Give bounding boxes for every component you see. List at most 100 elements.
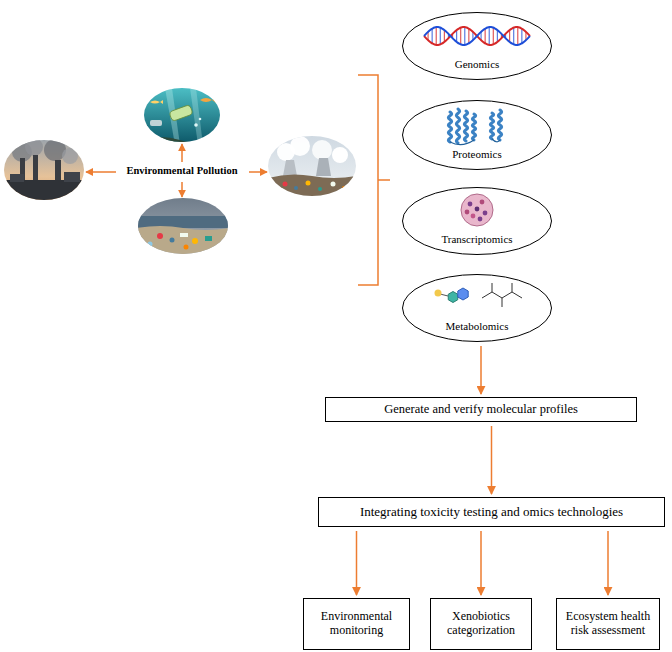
outcome-box: Ecosystem health risk assessment <box>556 598 660 650</box>
arrow-left <box>86 171 116 173</box>
bubble <box>199 118 202 121</box>
cell-dot <box>468 202 473 207</box>
dna-rung <box>456 30 457 42</box>
underwater-pollution-image <box>140 85 225 150</box>
omics-label: Proteomics <box>452 148 502 161</box>
box-text: Xenobiotics categorization <box>435 610 527 638</box>
fish <box>200 97 216 103</box>
dna-strand <box>424 27 530 45</box>
steam <box>312 140 332 160</box>
protein-loop <box>450 139 500 145</box>
outcome-box: Xenobiotics categorization <box>430 598 532 650</box>
protein-icon <box>448 109 501 145</box>
building <box>10 174 24 182</box>
steam <box>332 147 348 163</box>
label-text: Environmental Pollution <box>127 165 238 176</box>
plastic-debris <box>148 242 153 247</box>
flow-arrow <box>491 426 493 494</box>
molecule-icon <box>435 283 523 307</box>
dna-rung <box>521 29 522 44</box>
sand <box>136 226 230 255</box>
sky <box>268 136 356 196</box>
protein-helix <box>490 113 493 139</box>
dna-rung <box>517 27 518 45</box>
flow-arrow <box>607 531 609 595</box>
ellipse-border <box>403 188 552 255</box>
protein-helix <box>456 109 459 143</box>
plastic-debris <box>157 233 163 239</box>
cell-dot <box>480 200 485 205</box>
dna-icon <box>424 27 530 45</box>
plastic-debris <box>170 238 175 243</box>
flow-arrow <box>480 531 482 595</box>
protein-helix <box>498 110 501 140</box>
arrow-up <box>181 144 183 162</box>
smoke <box>62 148 78 164</box>
box-text: Ecosystem health risk assessment <box>561 610 655 638</box>
plastic-bottle <box>169 105 193 122</box>
process-box: Integrating toxicity testing and omics t… <box>318 497 665 527</box>
ring <box>458 288 468 300</box>
protein-helix <box>448 112 451 142</box>
dna-rung <box>464 27 465 45</box>
plastic-debris <box>184 245 189 250</box>
dna-rung <box>444 30 445 42</box>
cooling-tower <box>316 158 331 176</box>
ellipse-border <box>403 275 552 342</box>
atom <box>435 290 442 297</box>
garbage <box>342 186 346 190</box>
central-label: Environmental Pollution <box>127 165 238 176</box>
dna-rung <box>440 28 441 45</box>
flow-arrow <box>480 346 482 394</box>
dna-rung <box>432 29 433 44</box>
cooling-tower <box>283 160 297 176</box>
pollution-arrows <box>86 144 267 197</box>
factory-buildings <box>2 180 86 202</box>
cell-image <box>461 194 493 226</box>
garbage <box>306 181 311 186</box>
steam <box>290 136 310 156</box>
fish <box>150 100 163 104</box>
structure-formula <box>482 283 522 307</box>
sea <box>136 216 230 228</box>
garbage <box>331 182 336 187</box>
sky <box>2 138 86 202</box>
light-ray <box>190 88 203 145</box>
process-box: Generate and verify molecular profiles <box>325 397 637 422</box>
omics-label: Transcriptomics <box>441 233 512 246</box>
plastic-debris <box>192 238 198 244</box>
plastic-debris <box>205 236 212 241</box>
dna-rung <box>509 30 510 42</box>
landfill-ground <box>268 174 356 196</box>
sea-water <box>140 85 225 145</box>
garbage <box>294 186 298 190</box>
box-text: Environmental monitoring <box>308 610 405 638</box>
debris <box>150 120 162 126</box>
dna-rung <box>489 27 490 45</box>
smoke <box>25 138 43 156</box>
flow-arrow <box>356 531 358 595</box>
protein-helix <box>464 111 467 141</box>
ellipse-border <box>403 13 552 80</box>
dna-rung <box>436 27 437 45</box>
factory-smoke-image <box>2 138 86 202</box>
beach-plastic-image <box>136 197 230 255</box>
dna-strand <box>424 27 530 45</box>
cell-dot <box>471 214 476 219</box>
dna-rung <box>485 29 486 44</box>
dna-rung <box>513 28 514 45</box>
omics-label: Metabolomics <box>446 320 509 333</box>
ring <box>448 292 458 303</box>
garbage <box>283 182 288 187</box>
box-text: Generate and verify molecular profiles <box>384 402 578 416</box>
cell-icon <box>461 194 493 226</box>
cell-dot <box>478 217 483 222</box>
cell-dot <box>465 210 470 215</box>
sky <box>136 197 230 255</box>
dna-rung <box>468 29 469 44</box>
omics-label: Genomics <box>455 58 500 71</box>
protein-helix <box>472 114 475 140</box>
ellipse-border <box>403 101 552 170</box>
